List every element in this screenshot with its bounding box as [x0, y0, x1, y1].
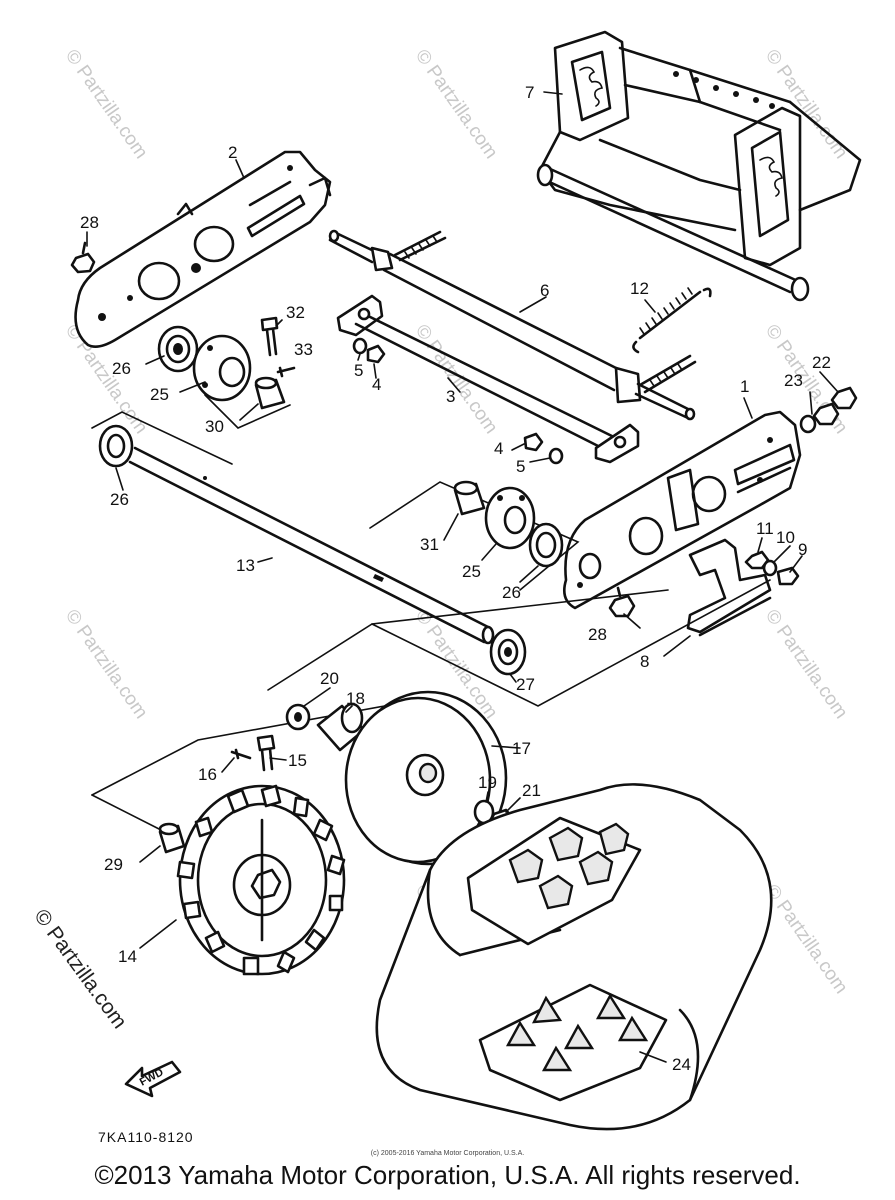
part-24-track[interactable]: [375, 783, 773, 1131]
part-6-shaft[interactable]: [328, 229, 697, 421]
part-23-washer[interactable]: [799, 414, 817, 434]
sprocket-bracket: [91, 704, 391, 796]
sprocket-bracket: [91, 794, 166, 833]
copyright-main: ©2013 Yamaha Motor Corporation, U.S.A. A…: [94, 1160, 801, 1190]
part-29-collar[interactable]: [158, 822, 186, 854]
callout-2: 2: [228, 143, 237, 162]
part-15-bolt[interactable]: [256, 734, 276, 772]
part-8-bracket[interactable]: [686, 538, 772, 637]
part-26-bearing[interactable]: [528, 522, 564, 568]
drawing-code: 7KA110-8120: [98, 1129, 194, 1145]
callout-21: 21: [522, 781, 541, 800]
callout-14: 14: [118, 947, 137, 966]
callout-4: 4: [372, 375, 381, 394]
part-30-collar[interactable]: [254, 376, 286, 410]
callout-19: 19: [478, 773, 497, 792]
part-4-bolt[interactable]: [366, 344, 386, 364]
part-31-collar[interactable]: [453, 480, 486, 516]
part-16-pin[interactable]: [230, 748, 252, 760]
part-33-pin[interactable]: [276, 366, 296, 378]
callout-16: 16: [198, 765, 217, 784]
callout-9: 9: [798, 540, 807, 559]
part-28-bolt[interactable]: [608, 586, 636, 618]
callout-5: 5: [354, 361, 363, 380]
callout-24: 24: [672, 1055, 691, 1074]
part-9-bolt[interactable]: [776, 566, 800, 586]
axle-bracket: [91, 411, 233, 465]
part-1-plate[interactable]: [563, 410, 802, 610]
callout-3: 3: [446, 387, 455, 406]
part-2-plate[interactable]: [74, 150, 332, 348]
callout-25b: 25: [462, 562, 481, 581]
callout-30: 30: [205, 417, 224, 436]
callout-26: 26: [112, 359, 131, 378]
callout-26c: 26: [502, 583, 521, 602]
callout-17: 17: [512, 739, 531, 758]
callout-6: 6: [540, 281, 549, 300]
watermark-text: © Partzilla.com: [761, 881, 852, 998]
callout-12: 12: [630, 279, 649, 298]
watermark-text: © Partzilla.com: [61, 46, 152, 163]
part-22-nut[interactable]: [830, 386, 858, 410]
part-13-axle[interactable]: [98, 424, 495, 645]
callout-29: 29: [104, 855, 123, 874]
callout-5b: 5: [516, 457, 525, 476]
callout-32: 32: [286, 303, 305, 322]
callout-22: 22: [812, 353, 831, 372]
part-28-bolt[interactable]: [70, 241, 96, 274]
part-26-bearing[interactable]: [157, 325, 199, 373]
callout-20: 20: [320, 669, 339, 688]
watermark-text: © Partzilla.com: [761, 606, 852, 723]
part-20-washer[interactable]: [285, 703, 311, 731]
callout-25: 25: [150, 385, 169, 404]
callouts: 2 28 7 6 12 32 33 26 25 5 4 3 30 1 22 23…: [80, 83, 831, 1074]
callout-4b: 4: [494, 439, 503, 458]
part-14-sprocket[interactable]: [176, 784, 346, 976]
part-3-rod[interactable]: [336, 294, 640, 464]
part-4-bolt[interactable]: [523, 432, 544, 452]
wheel-bracket: [371, 579, 771, 707]
callout-10: 10: [776, 528, 795, 547]
watermark-text: © Partzilla.com: [61, 606, 152, 723]
callout-33: 33: [294, 340, 313, 359]
part-32-bolt[interactable]: [260, 316, 279, 357]
part-22-nut[interactable]: [812, 402, 840, 426]
part-27-bearing[interactable]: [489, 628, 527, 676]
watermark-text: © Partzilla.com: [411, 46, 502, 163]
part-17-idler-wheel[interactable]: [344, 690, 508, 866]
part-25-flange[interactable]: [484, 486, 536, 550]
callout-15: 15: [288, 751, 307, 770]
part-5-washer[interactable]: [352, 337, 368, 355]
watermark-text: © Partzilla.com: [411, 321, 502, 438]
callout-23: 23: [784, 371, 803, 390]
callout-11: 11: [756, 519, 774, 538]
copyright-small: (c) 2005-2016 Yamaha Motor Corporation, …: [370, 1150, 525, 1157]
leader-lines: [86, 91, 839, 1063]
callout-1: 1: [740, 377, 749, 396]
part-11-nut[interactable]: [744, 550, 770, 570]
part-30-bracket: [204, 394, 291, 429]
part-10-washer[interactable]: [762, 559, 778, 577]
callout-26b: 26: [110, 490, 129, 509]
callout-28b: 28: [588, 625, 607, 644]
callout-31: 31: [420, 535, 439, 554]
callout-28: 28: [80, 213, 99, 232]
callout-7: 7: [525, 83, 534, 102]
callout-18: 18: [346, 689, 365, 708]
callout-27: 27: [516, 675, 535, 694]
part-12-spring[interactable]: [632, 287, 712, 354]
part-5-washer[interactable]: [548, 447, 564, 465]
part-7-frame[interactable]: [536, 30, 862, 302]
callout-13: 13: [236, 556, 255, 575]
callout-8: 8: [640, 652, 649, 671]
part-25-flange[interactable]: [192, 334, 252, 402]
